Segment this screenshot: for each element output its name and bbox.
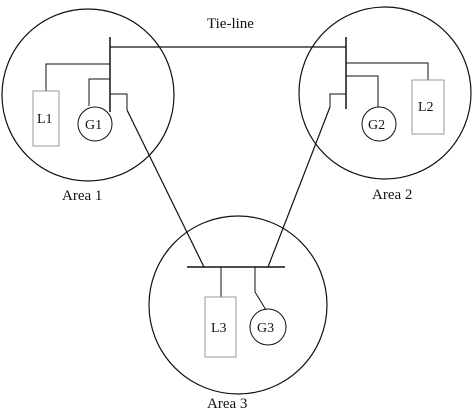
line-area1-area3 bbox=[126, 109, 205, 268]
line-area2-area3 bbox=[267, 106, 331, 268]
area-1-line-feeder bbox=[110, 93, 128, 110]
area-1-gen-feeder bbox=[88, 78, 110, 106]
generator-g2-circle bbox=[361, 106, 397, 142]
load-l1-box bbox=[32, 90, 60, 147]
generator-g3-circle bbox=[249, 308, 287, 346]
generator-g1-circle bbox=[77, 106, 113, 142]
area-2-circle bbox=[298, 6, 472, 180]
load-l2-box bbox=[411, 79, 445, 135]
area-1-circle bbox=[1, 8, 175, 182]
load-l3-label: L3 bbox=[211, 321, 227, 336]
area-1-load-feeder bbox=[45, 63, 110, 91]
tie-line-label: Tie-line bbox=[207, 16, 254, 32]
area-1-label: Area 1 bbox=[62, 188, 102, 204]
area-3-circle bbox=[148, 215, 328, 395]
generator-g3-label: G3 bbox=[257, 321, 274, 336]
area-2-label: Area 2 bbox=[372, 187, 412, 203]
area-3-label: Area 3 bbox=[207, 396, 247, 412]
load-l2-label: L2 bbox=[418, 100, 434, 115]
load-l3-box bbox=[204, 296, 237, 358]
load-l1-label: L1 bbox=[37, 112, 53, 127]
generator-g2-label: G2 bbox=[368, 118, 385, 133]
area-2-line-feeder bbox=[329, 93, 346, 107]
area-3-gen-feeder bbox=[254, 267, 267, 311]
generator-g1-label: G1 bbox=[85, 118, 102, 133]
area-2-gen-feeder bbox=[346, 75, 379, 107]
area-2-load-feeder bbox=[346, 62, 429, 80]
